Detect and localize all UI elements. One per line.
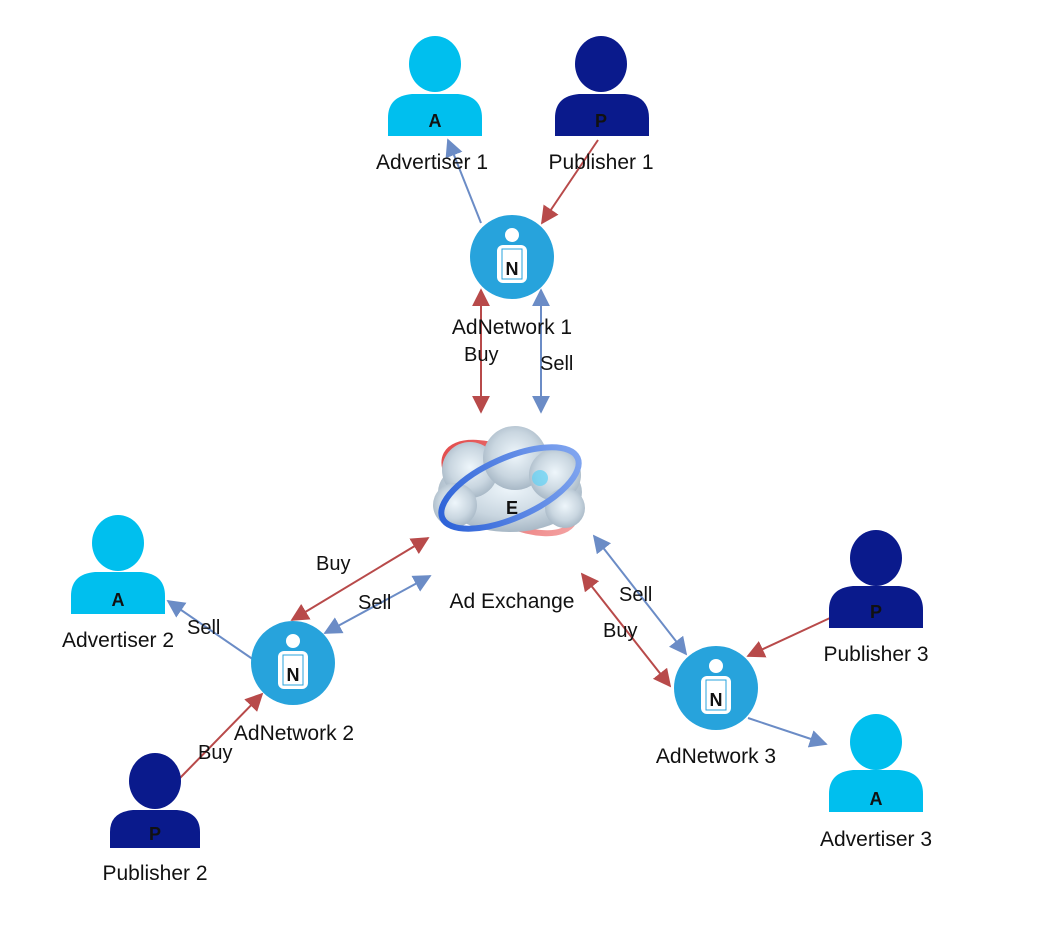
edge-adnetwork1-advertiser1: [445, 138, 482, 224]
advertiser1-badge: A: [429, 111, 442, 131]
edge-label-n1-sell: Sell: [540, 353, 573, 375]
edge-label-pub2-buy: Buy: [198, 742, 232, 764]
publisher1-badge: P: [595, 111, 607, 131]
adnetwork3-badge: N: [710, 690, 723, 710]
advertiser3-label: Advertiser 3: [820, 828, 932, 851]
person-icon: [829, 714, 923, 812]
network-person-icon: [674, 646, 758, 730]
node-exchange[interactable]: E Ad Exchange: [430, 424, 590, 613]
edge-label-n1-buy: Buy: [464, 344, 498, 366]
cloud-orbit-icon: [433, 426, 585, 537]
node-advertiser1[interactable]: A Advertiser 1: [376, 36, 488, 174]
exchange-badge: E: [506, 498, 518, 518]
edge-publisher3-adnetwork3: [746, 617, 831, 658]
network-person-icon: [251, 621, 335, 705]
publisher3-label: Publisher 3: [823, 643, 928, 666]
advertiser2-badge: A: [112, 590, 125, 610]
person-icon: [555, 36, 649, 136]
edge-adnetwork2-advertiser2: [166, 599, 255, 661]
exchange-label: Ad Exchange: [450, 590, 575, 613]
edge-label-n3-sell: Sell: [619, 584, 652, 606]
node-advertiser2[interactable]: A Advertiser 2: [62, 515, 174, 652]
network-person-icon: [470, 215, 554, 299]
adnetwork1-badge: N: [506, 259, 519, 279]
edge-publisher1-adnetwork1: [540, 139, 599, 225]
edge-label-n2-buy: Buy: [316, 553, 350, 575]
publisher3-badge: P: [870, 602, 882, 622]
edges: [166, 138, 831, 779]
edge-labels: Buy Sell Buy Sell Sell Buy Sell Buy: [187, 344, 652, 764]
edge-buy-exchange-adnetwork3: [580, 572, 672, 688]
edge-label-n2-sell: Sell: [358, 592, 391, 614]
node-advertiser3[interactable]: A Advertiser 3: [820, 714, 932, 851]
node-publisher3[interactable]: P Publisher 3: [823, 530, 929, 666]
advertiser1-label: Advertiser 1: [376, 151, 488, 174]
publisher2-label: Publisher 2: [102, 862, 207, 885]
node-adnetwork3[interactable]: N AdNetwork 3: [656, 646, 776, 768]
person-icon: [388, 36, 482, 136]
person-icon: [110, 753, 200, 848]
edge-publisher2-adnetwork2: [179, 692, 264, 779]
edge-label-n3-buy: Buy: [603, 620, 637, 642]
adnetwork2-label: AdNetwork 2: [234, 722, 354, 745]
node-publisher1[interactable]: P Publisher 1: [548, 36, 654, 174]
publisher2-badge: P: [149, 824, 161, 844]
node-adnetwork1[interactable]: N AdNetwork 1: [452, 215, 572, 339]
person-icon: [71, 515, 165, 614]
adnetwork1-label: AdNetwork 1: [452, 316, 572, 339]
node-publisher2[interactable]: P Publisher 2: [102, 753, 208, 885]
person-icon: [829, 530, 923, 628]
node-adnetwork2[interactable]: N AdNetwork 2: [234, 621, 354, 745]
edge-adnetwork3-advertiser3: [747, 717, 828, 748]
adnetwork3-label: AdNetwork 3: [656, 745, 776, 768]
advertiser2-label: Advertiser 2: [62, 629, 174, 652]
adnetwork2-badge: N: [287, 665, 300, 685]
edge-label-adv2-sell: Sell: [187, 617, 220, 639]
edge-sell-exchange-adnetwork2: [323, 575, 432, 634]
advertiser3-badge: A: [870, 789, 883, 809]
publisher1-label: Publisher 1: [548, 151, 653, 174]
